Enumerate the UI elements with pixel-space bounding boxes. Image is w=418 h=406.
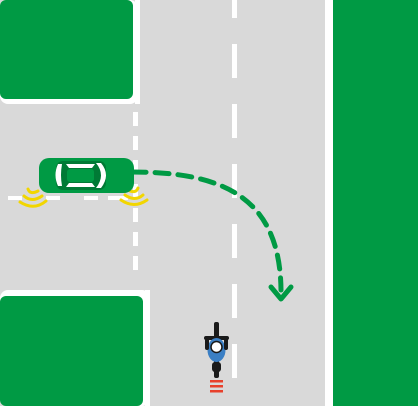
grass-top-left bbox=[0, 0, 133, 99]
bike-seat bbox=[212, 362, 221, 372]
car-roof bbox=[67, 169, 94, 182]
grass-bottom-left bbox=[0, 296, 143, 406]
brake-light bbox=[210, 380, 223, 393]
grass-right bbox=[333, 0, 418, 406]
road-edge-line-bottom bbox=[145, 290, 150, 406]
rider-arm-right bbox=[224, 338, 228, 350]
rider-helmet bbox=[211, 342, 222, 353]
road-edge-line-top bbox=[135, 0, 140, 104]
car-side-window-bottom bbox=[66, 183, 95, 187]
rider-arm-left bbox=[205, 338, 209, 350]
car-side-window-top bbox=[66, 164, 95, 168]
